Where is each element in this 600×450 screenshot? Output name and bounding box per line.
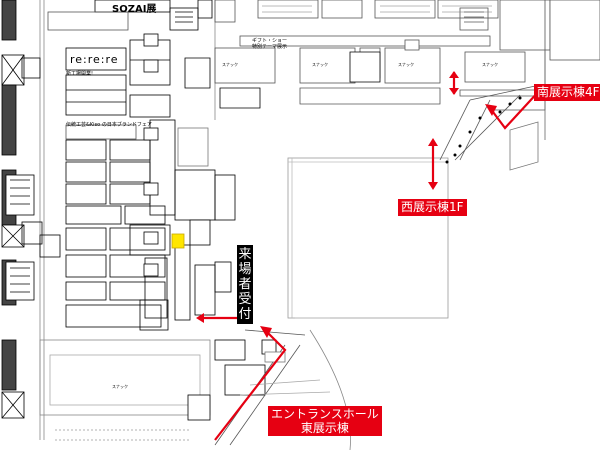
snack-label-2: スナック — [312, 62, 328, 67]
rerere-booth-label: re:re:re — [70, 53, 119, 66]
west-hall-1f-tag[interactable]: 西展示棟1F — [398, 199, 467, 216]
reception-tag[interactable]: 来場者受付 — [237, 245, 253, 324]
snack-label-4: スナック — [482, 62, 498, 67]
south-hall-4f-tag[interactable]: 南展示棟4F — [534, 84, 600, 101]
snack-label-1: スナック — [222, 62, 238, 67]
sozai-booth-label: SOZAI展 — [112, 4, 157, 15]
jubilee-booth-label: 新工場開業! — [66, 71, 94, 77]
gift-show-special-label: ギフト・ショー 特別テーマ展示 — [252, 38, 288, 50]
highlight-marker — [171, 233, 185, 249]
snack-label-3: スナック — [398, 62, 414, 67]
entrance-hall-tag[interactable]: エントランスホール 東展示棟 — [268, 406, 382, 436]
brand-fair-label: 伝統工芸&Kiso の日本ブランドフェア — [66, 122, 152, 128]
route-arrows — [196, 71, 541, 441]
snack-label-5: スナック — [112, 384, 128, 389]
entrance-hall-line2: 東展示棟 — [300, 421, 349, 435]
entrance-hall-line1: エントランスホール — [271, 407, 379, 421]
